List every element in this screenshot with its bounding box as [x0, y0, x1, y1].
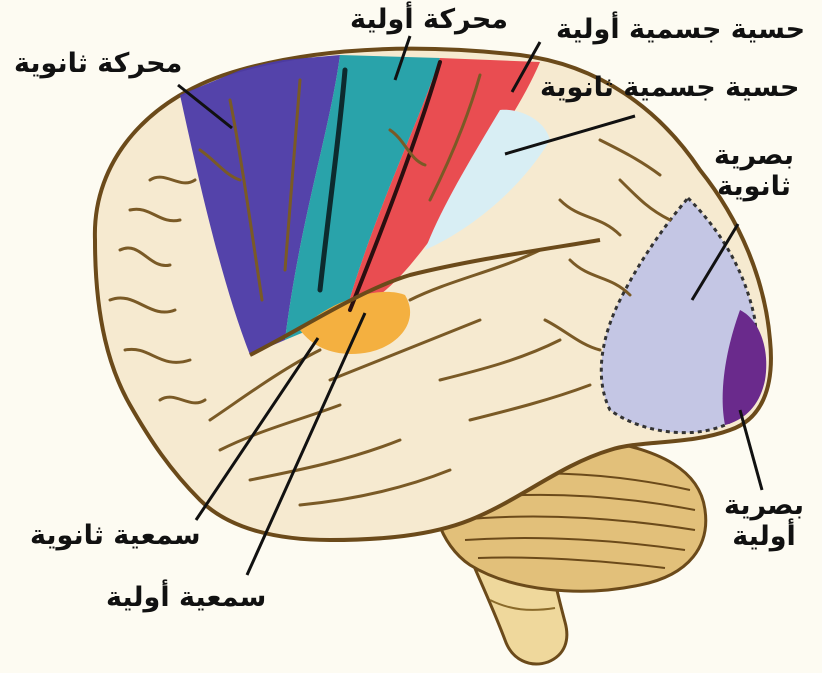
- label-secondary-auditory: سمعية ثانوية: [30, 520, 201, 551]
- label-secondary-visual-line1: بصرية: [714, 140, 794, 171]
- label-secondary-somatosensory: حسية جسمية ثانوية: [540, 72, 799, 103]
- label-primary-visual-line1: بصرية: [724, 490, 804, 521]
- label-primary-visual: بصرية أولية: [724, 490, 804, 552]
- label-primary-motor: محركة أولية: [350, 4, 508, 35]
- label-primary-visual-line2: أولية: [724, 521, 804, 552]
- label-secondary-visual-line2: ثانوية: [714, 171, 794, 202]
- label-secondary-motor: محركة ثانوية: [14, 48, 182, 79]
- label-primary-somatosensory: حسية جسمية أولية: [556, 14, 805, 45]
- label-primary-auditory: سمعية أولية: [106, 582, 266, 613]
- label-secondary-visual: بصرية ثانوية: [714, 140, 794, 202]
